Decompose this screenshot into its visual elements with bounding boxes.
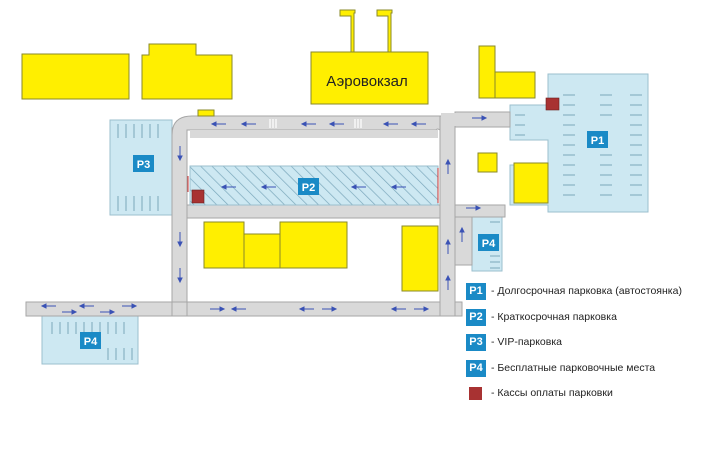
building	[197, 109, 215, 117]
legend-text: - VIP-парковка	[491, 336, 562, 348]
legend-item-p1: P1 - Долгосрочная парковка (автостоянка)	[466, 282, 682, 300]
cashier-square-icon	[469, 386, 482, 400]
building	[203, 221, 245, 269]
badge-p4-left: P4	[80, 332, 101, 349]
legend-item-p2: P2 - Краткосрочная парковка	[466, 308, 617, 326]
building	[279, 221, 348, 269]
badge-p3: P3	[133, 155, 154, 172]
legend-text: - Краткосрочная парковка	[491, 311, 617, 323]
arrow-icon	[210, 121, 426, 127]
direction-arrows	[40, 115, 488, 315]
badge-p1: P1	[587, 131, 608, 148]
crosswalk	[269, 119, 362, 128]
building	[141, 43, 233, 100]
parking-badge-icon: P1	[466, 282, 486, 300]
legend-text: - Бесплатные парковочные места	[491, 362, 656, 374]
legend-item-p3: P3 - VIP-парковка	[466, 333, 562, 351]
arrow-icon	[40, 115, 488, 315]
buildings	[21, 9, 549, 292]
badge-p3-label: P3	[137, 159, 150, 171]
arrow-icon	[220, 184, 406, 190]
building	[21, 53, 130, 100]
cashier-square-icon	[545, 97, 560, 111]
parking-lot-p3	[109, 119, 173, 216]
legend-text: - Кассы оплаты парковки	[491, 387, 613, 399]
legend-item-cashier: - Кассы оплаты парковки	[466, 384, 613, 402]
parking-badge-icon: P3	[466, 333, 486, 351]
parking-badges: P3 P2 P1 P4 P4	[80, 131, 608, 349]
badge-p1-label: P1	[591, 135, 604, 147]
cashier-square-icon	[191, 189, 205, 204]
terminal-building	[310, 9, 429, 105]
building	[478, 45, 496, 99]
building	[494, 71, 536, 99]
badge-p2: P2	[298, 178, 319, 195]
cashier-points	[191, 97, 560, 204]
building	[513, 162, 549, 204]
parking-badge-icon: P4	[466, 359, 486, 377]
parking-badge-icon: P2	[466, 308, 486, 326]
legend-item-p4: P4 - Бесплатные парковочные места	[466, 359, 655, 377]
arrow-icon	[177, 146, 465, 290]
building	[477, 152, 498, 173]
building	[401, 225, 439, 292]
badge-p4-right: P4	[478, 234, 499, 251]
badge-p2-label: P2	[302, 182, 315, 194]
building	[243, 233, 281, 269]
legend-text: - Долгосрочная парковка (автостоянка)	[491, 285, 682, 297]
terminal-label: Аэровокзал	[326, 73, 408, 90]
badge-p4-left-label: P4	[84, 336, 98, 348]
badge-p4-right-label: P4	[482, 238, 496, 250]
